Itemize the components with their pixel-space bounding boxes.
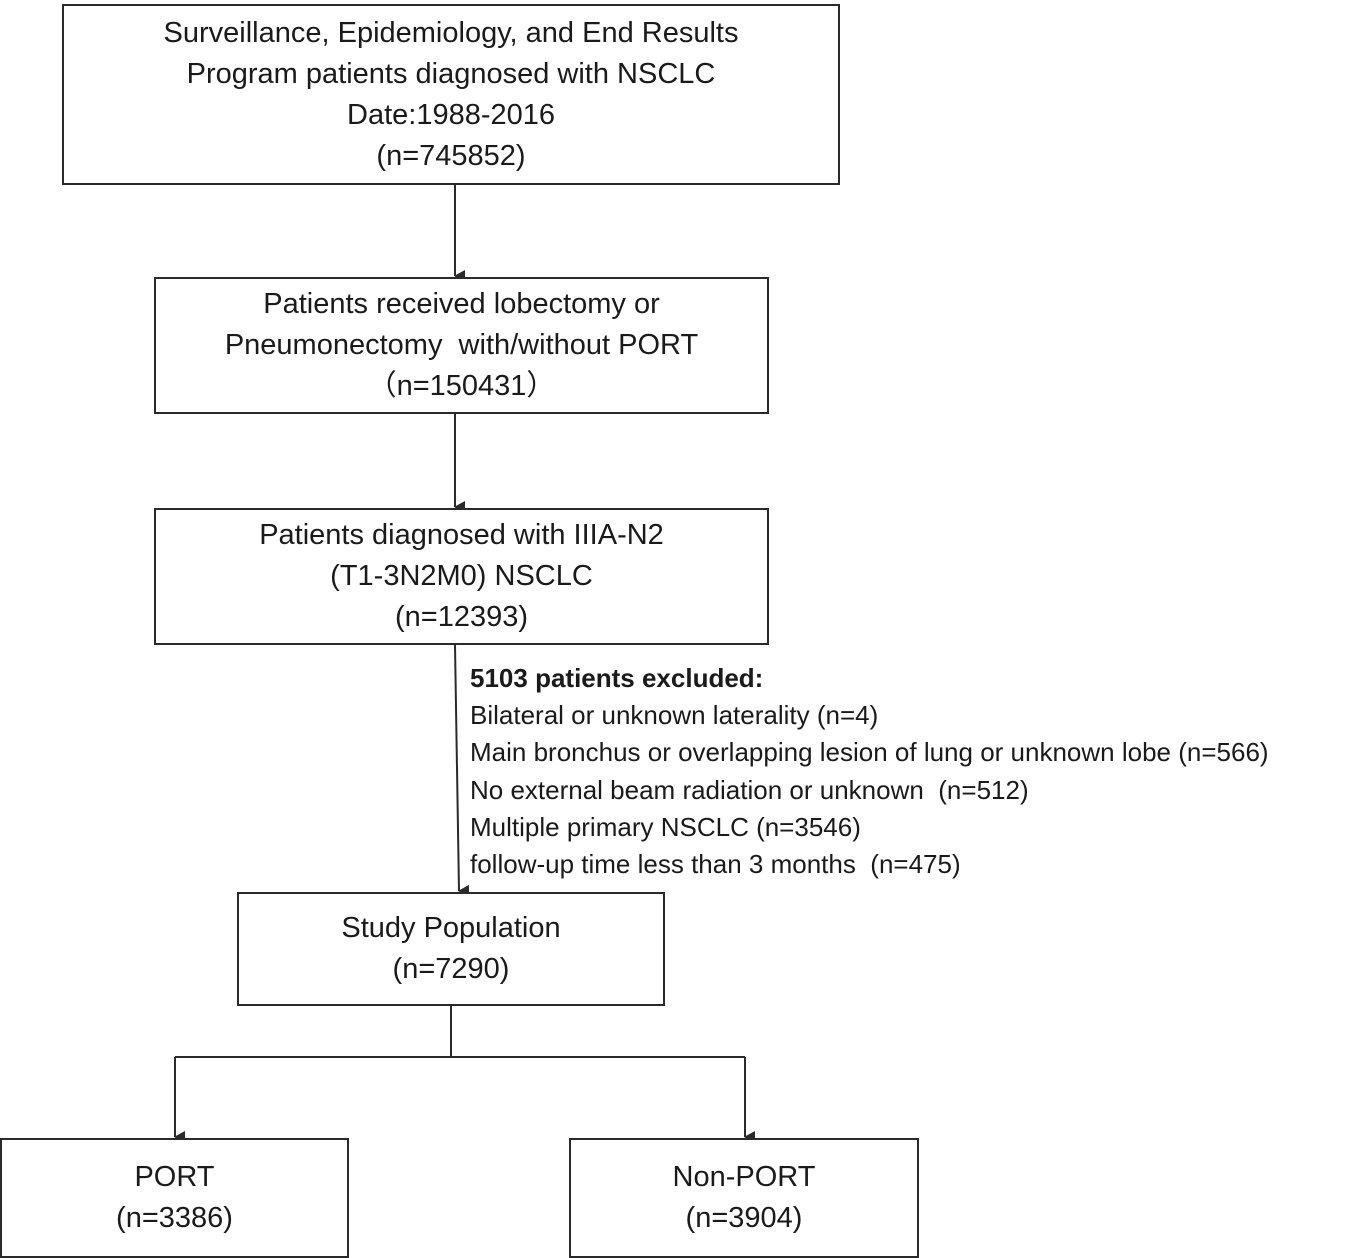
- nonport-box: Non-PORT (n=3904): [569, 1138, 919, 1258]
- study-line-2: (n=7290): [392, 953, 510, 985]
- port-line-2: (n=3386): [116, 1202, 233, 1234]
- source-line-4: (n=745852): [376, 139, 526, 172]
- exclusion-item: Multiple primary NSCLC (n=3546): [470, 811, 861, 842]
- source-line-1: Surveillance, Epidemiology, and End Resu…: [163, 16, 739, 49]
- study-line-1: Study Population: [341, 912, 561, 944]
- source-population-box: Surveillance, Epidemiology, and End Resu…: [62, 4, 840, 185]
- source-line-2: Program patients diagnosed with NSCLC: [186, 57, 716, 90]
- exclusion-item: Bilateral or unknown laterality (n=4): [470, 700, 879, 731]
- exclusion-item: follow-up time less than 3 months (n=475…: [470, 849, 961, 880]
- port-line-1: PORT: [134, 1161, 215, 1193]
- surgery-line-2: Pneumonectomy with/without PORT: [224, 329, 699, 361]
- arrow-stage-to-study: [454, 644, 470, 897]
- study-population-box: Study Population (n=7290): [237, 892, 665, 1006]
- exclusion-list: 5103 patients excluded: Bilateral or unk…: [470, 660, 1269, 883]
- port-box: PORT (n=3386): [0, 1138, 349, 1258]
- surgery-box: Patients received lobectomy or Pneumonec…: [154, 277, 769, 414]
- stage-line-2: (T1-3N2M0) NSCLC: [330, 560, 593, 592]
- stage-line-3: (n=12393): [394, 601, 529, 633]
- exclusion-item: Main bronchus or overlapping lesion of l…: [470, 737, 1269, 768]
- nonport-line-2: (n=3904): [685, 1202, 803, 1234]
- surgery-line-3: （n=150431）: [367, 370, 556, 402]
- exclusion-item: No external beam radiation or unknown (n…: [470, 774, 1029, 805]
- stage-line-1: Patients diagnosed with IIIA-N2: [259, 519, 664, 551]
- exclusion-heading: 5103 patients excluded:: [470, 663, 764, 693]
- stage-box: Patients diagnosed with IIIA-N2 (T1-3N2M…: [154, 508, 769, 645]
- source-line-3: Date:1988-2016: [347, 98, 555, 131]
- nonport-line-1: Non-PORT: [672, 1161, 816, 1193]
- surgery-line-1: Patients received lobectomy or: [263, 288, 660, 320]
